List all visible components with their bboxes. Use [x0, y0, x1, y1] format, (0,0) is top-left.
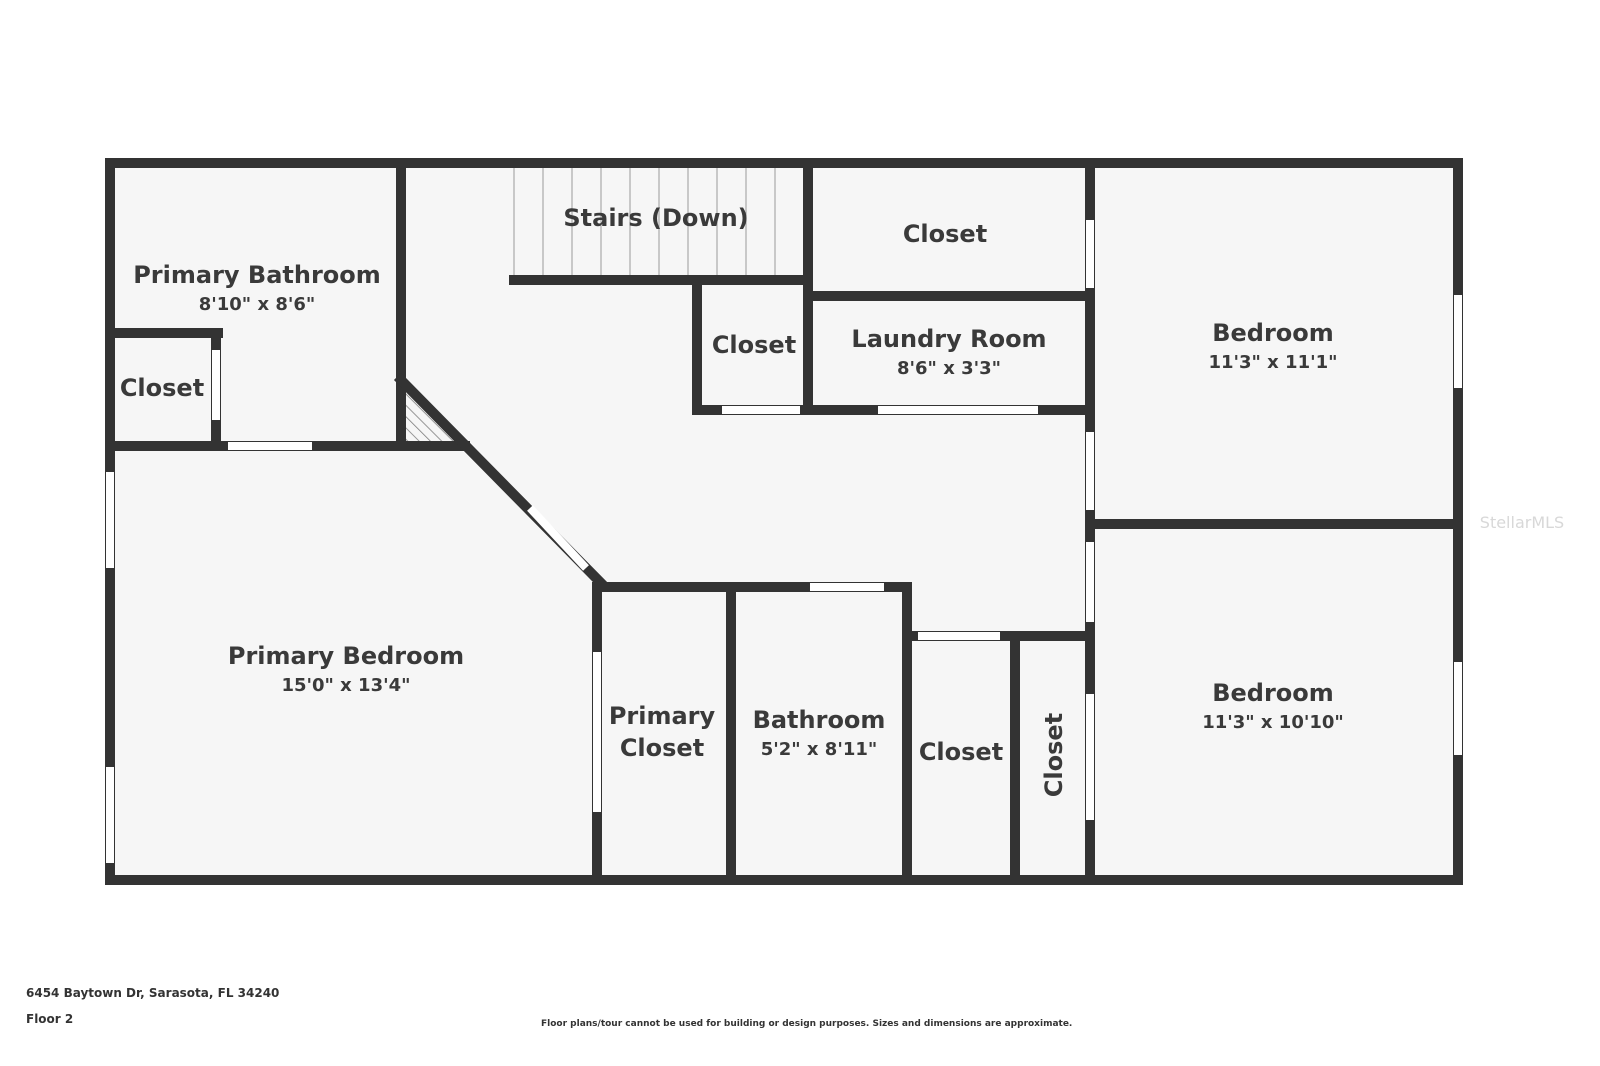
room-dims-bathroom: 5'2" x 8'11" [761, 739, 878, 760]
room-name-primary-bathroom: Primary Bathroom [133, 261, 381, 289]
room-dims-bedroom: 11'3" x 10'10" [1202, 712, 1344, 733]
room-name-primary-bedroom: Primary Bedroom [228, 642, 464, 670]
stairs [513, 168, 776, 280]
room-name-closet: Closet [1040, 713, 1068, 797]
room-name-closet: Closet [919, 738, 1003, 766]
walls [105, 158, 1463, 885]
room-name-bedroom: Bedroom [1212, 319, 1334, 347]
room-name-closet: Closet [712, 331, 796, 359]
floor-label: Floor 2 [26, 1012, 74, 1026]
room-dims-primary-bathroom: 8'10" x 8'6" [199, 294, 316, 315]
room-name-laundry: Laundry Room [851, 325, 1046, 353]
room-name-closet: Closet [120, 374, 204, 402]
room-name-closet: Closet [903, 220, 987, 248]
room-name-bedroom: Bedroom [1212, 679, 1334, 707]
room-name-primary-closet: Closet [620, 734, 704, 762]
room-dims-primary-bedroom: 15'0" x 13'4" [281, 675, 410, 696]
room-name-stairs: Stairs (Down) [563, 204, 748, 232]
watermark: StellarMLS [1480, 513, 1564, 532]
room-dims-laundry: 8'6" x 3'3" [897, 358, 1001, 379]
disclaimer: Floor plans/tour cannot be used for buil… [541, 1019, 1073, 1029]
openings [106, 220, 1462, 863]
address: 6454 Baytown Dr, Sarasota, FL 34240 [26, 986, 280, 1000]
room-dims-bedroom: 11'3" x 11'1" [1208, 352, 1337, 373]
room-name-primary-closet: Primary [609, 702, 716, 730]
room-name-bathroom: Bathroom [753, 706, 886, 734]
